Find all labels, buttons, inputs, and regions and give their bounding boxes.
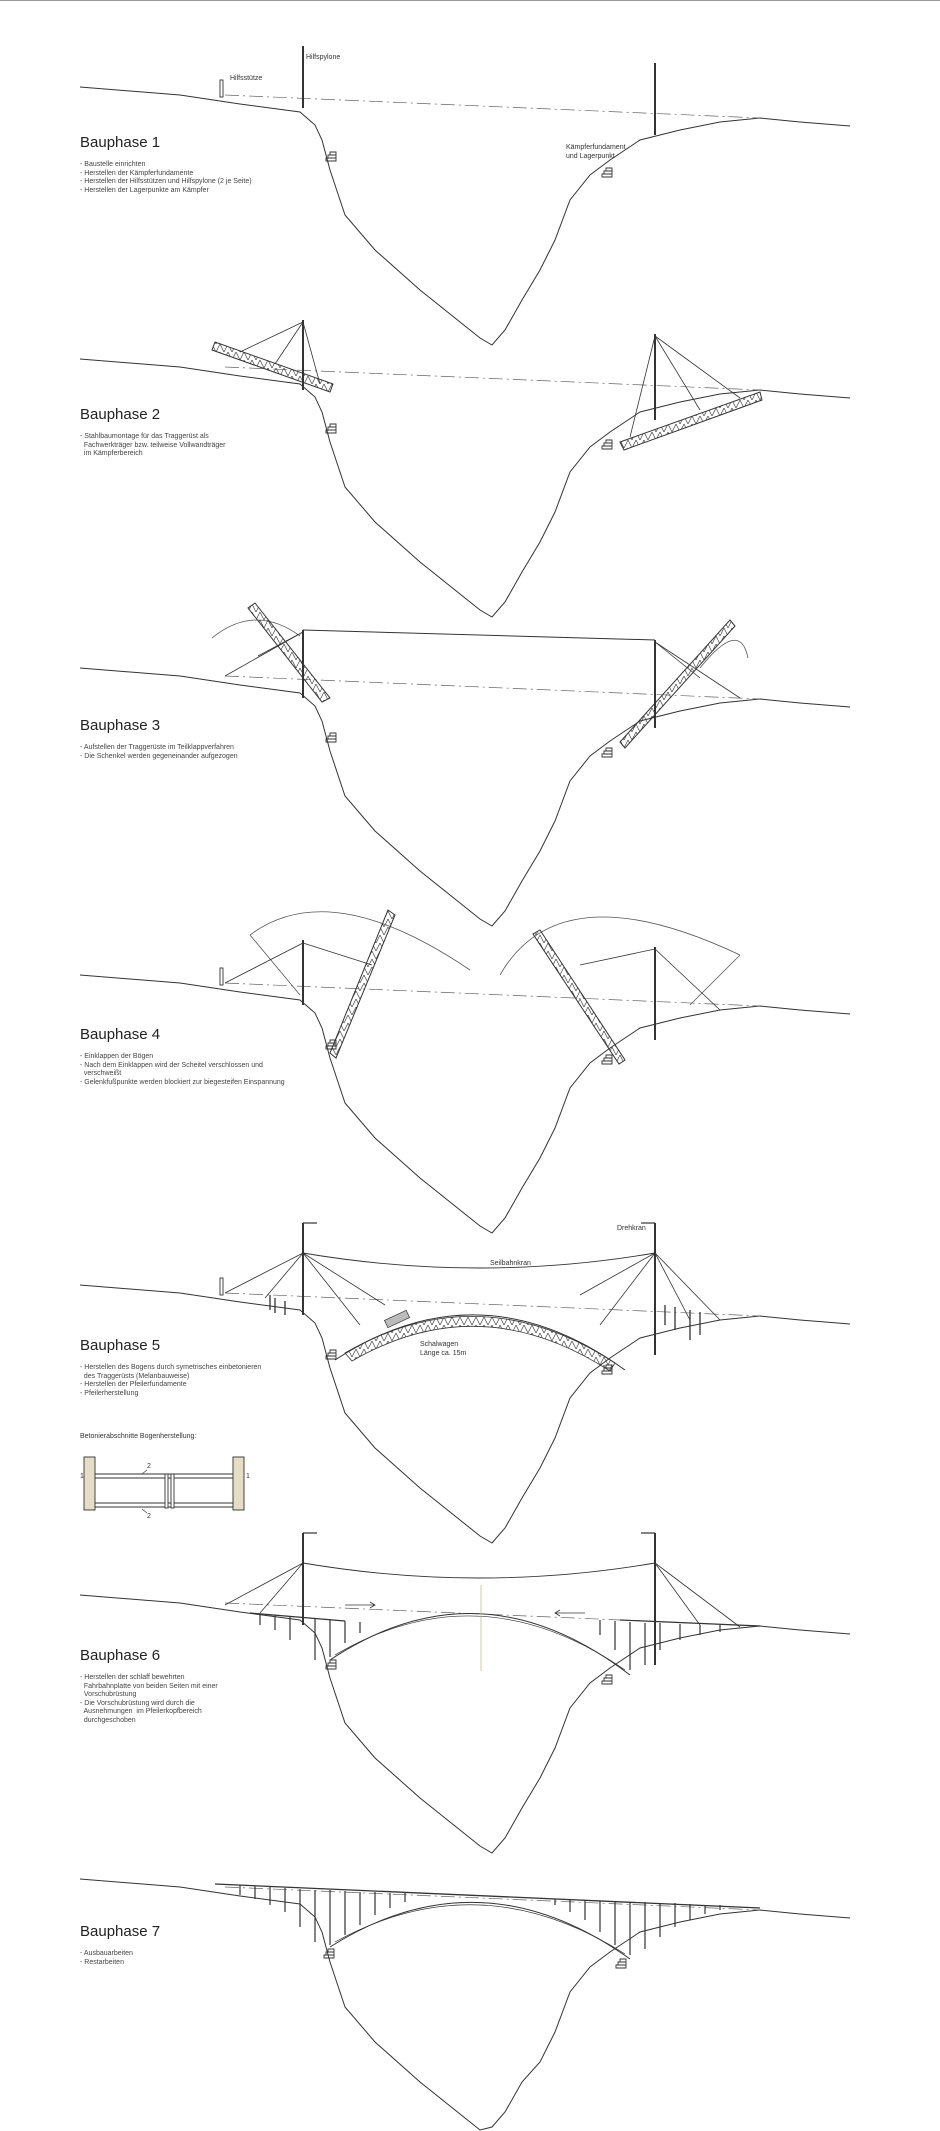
arch [329,1613,631,1676]
seilbahnkran-cable [302,1252,656,1269]
terrain-profile [79,86,851,346]
arrow-right [345,1601,376,1609]
deck-left [249,1612,346,1622]
phase-1-notes: - Baustelle einrichten - Herstellen der … [80,161,252,195]
phase-7-note: - Ausbauarbeiten [80,1950,133,1957]
deck [214,1883,761,1909]
phase-5-notes: - Herstellen des Bogens durch symetrisch… [80,1364,261,1398]
phase-6-note: Fahrbahnplatte von beiden Seiten mit ein… [80,1682,218,1690]
phase-7-notes: - Ausbauarbeiten - Restarbeiten [80,1950,133,1967]
phase-5-note: - Herstellen der Pfeilerfundamente [80,1381,187,1389]
section-detail-title: Betonierabschnitte Bogenherstellung: [80,1433,197,1440]
phase-4-note: - Einklappen der Bögen [80,1053,154,1060]
phase-6-note: - Die Vorschubrüstung wird durch die [80,1699,195,1707]
phase-3-title: Bauphase 3 [80,717,161,734]
label-lagerpunkt: und Lagerpunkt [566,153,615,160]
phase-6-title: Bauphase 6 [80,1647,161,1664]
phase-2-notes: - Stahlbaumontage für das Traggerüst als… [80,433,226,459]
section-detail-drawing [83,1456,245,1514]
phase-5-note: des Traggerüsts (Melanbauweise) [80,1372,190,1380]
arch-axis-line [224,94,761,119]
phase-6-note: durchgeschoben [80,1716,136,1724]
phase-2-note: Fachwerkträger bzw. teilweise Vollwandtr… [80,441,226,449]
label-hilfsstuetze: Hilfsstütze [230,75,263,82]
section-number-left: 1 [80,1473,84,1480]
phase-3-notes: - Aufstellen der Traggerüste im Teilklap… [80,744,238,761]
phase-7-title: Bauphase 7 [80,1923,161,1940]
phase-6-note: Vorschubrüstung [80,1691,137,1699]
phase-6-drawing [79,1532,851,1854]
phase-6-note: Ausnehmungen im Pfeilerkopfbereich [80,1708,202,1716]
phase-2-title: Bauphase 2 [80,406,161,423]
arch-sweep-left [211,619,301,639]
phase-2-note: - Stahlbaumontage für das Traggerüst als [80,433,209,440]
arrow-left [554,1609,585,1617]
label-schalwagen-length: Länge ca. 15m [420,1350,467,1357]
arch-sweep-right [699,640,749,669]
cable-span [302,629,656,641]
section-number-bottom: 2 [147,1513,151,1520]
piers-right [599,1620,721,1670]
phase-5-note: - Pfeilerherstellung [80,1389,139,1397]
top-rule [0,0,940,1]
phase-1-note: - Herstellen der Kämpferfundamente [80,169,194,177]
label-kaempferfundament: Kämpferfundament [566,144,626,151]
terrain-profile [79,358,851,618]
phase-3-note: - Aufstellen der Traggerüste im Teilklap… [80,744,234,751]
phase-1-drawing [79,46,851,346]
kaempfer-foundation-right [601,167,613,178]
label-drehkran: Drehkran [617,1225,646,1232]
arc-sweep-right [499,916,741,976]
phase-6-notes: - Herstellen der schlaff bewehrten Fahrb… [80,1674,218,1726]
label-schalwagen: Schalwagen [420,1341,459,1348]
phase-2-note: im Kämpferbereich [80,450,143,458]
section-number-right: 1 [246,1473,250,1480]
phase-3-drawing [79,602,851,927]
schalwagen [383,1309,411,1329]
piers-left [259,1614,361,1660]
arc-sweep-left [249,911,471,971]
phase-4-note: - Nach dem Einklappen wird der Scheitel … [80,1061,263,1069]
phase-7-drawing [79,1878,851,2131]
phase-4-note: - Gelenkfußpunkte werden blockiert zur b… [80,1078,285,1086]
deck-right [619,1619,761,1627]
phase-3-note: - Die Schenkel werden gegeneinander aufg… [80,752,238,760]
phase-1-note: - Baustelle einrichten [80,161,146,168]
phase-5-note: - Herstellen des Bogens durch symetrisch… [80,1364,262,1371]
label-seilbahnkran: Seilbahnkran [490,1260,531,1267]
phase-2-drawing [79,320,851,618]
label-hilfspylone: Hilfspylone [306,54,341,61]
phase-4-notes: - Einklappen der Bögen - Nach dem Einkla… [80,1053,285,1087]
truss-right [619,391,763,451]
phase-5-drawing [79,1222,851,1544]
phase-1-note: - Herstellen der Hilfsstützen und Hilfsp… [80,178,252,186]
piers [239,1885,721,1955]
phase-4-note: verschweißt [80,1070,122,1078]
hilfsstuetze [219,79,224,98]
phase-1-title: Bauphase 1 [80,134,161,151]
phase-5-title: Bauphase 5 [80,1337,161,1354]
phase-4-drawing [79,909,851,1234]
phase-4-title: Bauphase 4 [80,1026,161,1043]
phase-1-note: - Herstellen der Lagerpunkte am Kämpfer [80,186,209,194]
phase-6-note: - Herstellen der schlaff bewehrten [80,1674,185,1681]
phase-7-note: - Restarbeiten [80,1958,124,1966]
section-number-top: 2 [147,1463,151,1470]
